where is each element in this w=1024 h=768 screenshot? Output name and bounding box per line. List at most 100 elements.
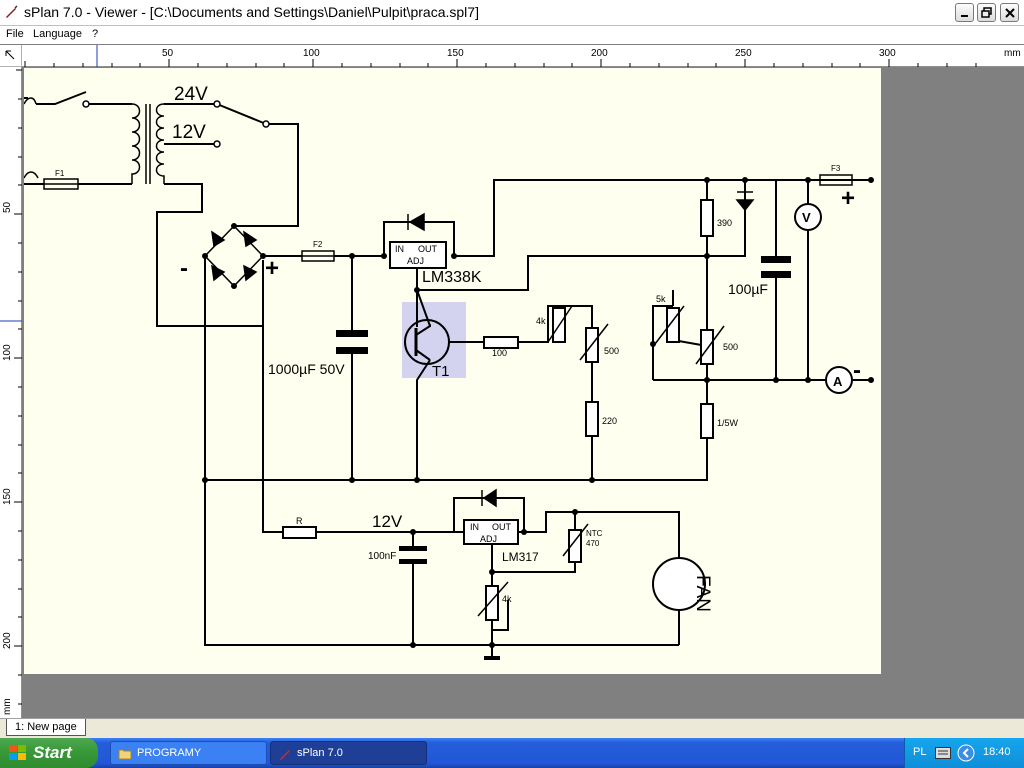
label-reg1-out: OUT	[418, 244, 438, 254]
label-reg1-adj: ADJ	[407, 256, 424, 266]
language-indicator[interactable]: PL	[913, 746, 927, 758]
ruler-horizontal-ticks	[24, 45, 977, 67]
ruler-vertical-ticks	[0, 69, 22, 705]
label-lm338k: LM338K	[422, 269, 482, 286]
close-icon	[1005, 8, 1015, 18]
label-lm317: LM317	[502, 550, 539, 564]
selection-highlight	[402, 302, 466, 378]
label-cap-1000u: 1000µF 50V	[268, 361, 345, 377]
label-ntc-470: 470	[586, 539, 600, 548]
label-pot-500a: 500	[604, 346, 619, 356]
windows-flag-icon	[9, 745, 26, 760]
start-button[interactable]: Start	[0, 738, 98, 768]
page-tab-bar: 1: New page	[0, 718, 1024, 738]
ruler-unit-v: mm	[2, 698, 13, 715]
ruler-label-v150: 150	[2, 488, 13, 505]
title-bar[interactable]: sPlan 7.0 - Viewer - [C:\Documents and S…	[0, 0, 1024, 26]
ruler-label-250: 250	[735, 48, 752, 59]
menu-help[interactable]: ?	[92, 28, 99, 40]
keyboard-icon[interactable]	[935, 747, 951, 759]
diode-symbols	[211, 191, 755, 508]
taskbar-item-splan[interactable]: sPlan 7.0	[270, 741, 427, 765]
clock: 18:40	[983, 746, 1011, 758]
label-pot-5k: 5k	[656, 294, 666, 304]
label-12v-trafo: 12V	[172, 122, 206, 143]
ruler-label-200: 200	[591, 48, 608, 59]
menu-file[interactable]: File	[6, 28, 24, 40]
label-pot-500b: 500	[723, 342, 738, 352]
label-pot-4k: 4k	[536, 316, 546, 326]
system-tray: PL 18:40	[904, 738, 1024, 768]
label-ammeter: A	[833, 374, 843, 389]
label-f3: F3	[831, 164, 841, 173]
splan-app-icon	[6, 5, 18, 18]
ruler-label-300: 300	[879, 48, 896, 59]
ruler-label-150: 150	[447, 48, 464, 59]
tab-new-page[interactable]: 1: New page	[6, 719, 86, 736]
label-plus: +	[265, 255, 279, 282]
schematic-drawing: 24V 12V F1 F2 F3 - + IN OUT ADJ LM338K 1…	[24, 84, 874, 660]
taskbar-item-programy[interactable]: PROGRAMY	[110, 741, 267, 765]
label-output-plus: +	[841, 185, 855, 212]
taskbar: Start PROGRAMY sPlan 7.0 PL 18:40	[0, 738, 1024, 768]
tab-label: 1: New page	[15, 721, 77, 733]
label-r: R	[296, 516, 303, 526]
maximize-button[interactable]	[977, 3, 996, 22]
label-f1: F1	[55, 169, 65, 178]
splan-app-icon	[280, 750, 290, 760]
label-voltmeter: V	[802, 210, 811, 225]
regulator-boxes	[389, 241, 519, 545]
window-title: sPlan 7.0 - Viewer - [C:\Documents and S…	[24, 4, 479, 20]
label-reg2-adj: ADJ	[480, 534, 497, 544]
potentiometer-arrows	[477, 305, 725, 617]
ruler-label-v100: 100	[2, 344, 13, 361]
label-12v-reg: 12V	[372, 512, 403, 531]
label-reg1-in: IN	[395, 244, 404, 254]
wires	[24, 91, 871, 660]
label-cap-100u: 100µF	[728, 281, 768, 297]
fuse-symbols	[43, 174, 853, 262]
ruler-horizontal: 50 100 150 200 250 300 mm	[22, 45, 1024, 67]
schematic-sheet[interactable]: 24V 12V F1 F2 F3 - + IN OUT ADJ LM338K 1…	[24, 68, 881, 674]
label-minus: -	[180, 255, 188, 282]
label-output-minus: -	[853, 357, 861, 384]
ruler-vertical: 50 100 150 200 mm	[0, 67, 22, 718]
minimize-icon	[961, 15, 968, 17]
restore-icon	[981, 7, 992, 18]
menu-bar: File Language ?	[0, 26, 1024, 44]
label-reg2-in: IN	[470, 522, 479, 532]
minimize-button[interactable]	[955, 3, 974, 22]
close-button[interactable]	[1000, 3, 1019, 22]
label-r220: 220	[602, 416, 617, 426]
label-ntc: NTC	[586, 529, 603, 538]
label-t1: T1	[432, 363, 450, 380]
ruler-unit: mm	[1004, 48, 1021, 59]
start-label: Start	[33, 743, 72, 762]
label-r390: 390	[717, 218, 732, 228]
switch-contacts	[82, 100, 270, 148]
label-fan: FAN	[692, 575, 713, 612]
label-24v: 24V	[174, 84, 208, 105]
resistor-symbols	[282, 199, 714, 621]
taskbar-item-label: sPlan 7.0	[297, 747, 343, 759]
capacitor-symbols	[336, 256, 791, 564]
label-cap-100n: 100nF	[368, 551, 396, 562]
chevron-left-icon[interactable]	[957, 744, 975, 762]
folder-icon	[118, 749, 132, 760]
meter-symbols	[652, 203, 853, 611]
menu-language[interactable]: Language	[33, 28, 82, 40]
taskbar-item-label: PROGRAMY	[137, 747, 202, 759]
ruler-label-v50: 50	[2, 201, 13, 213]
ruler-label-50: 50	[162, 48, 174, 59]
ruler-corner[interactable]	[0, 45, 22, 67]
label-r100: 100	[492, 348, 507, 358]
label-pot-4k-b: 4k	[502, 594, 512, 604]
label-reg2-out: OUT	[492, 522, 512, 532]
junction-dots	[202, 177, 874, 648]
label-f2: F2	[313, 240, 323, 249]
ruler-label-100: 100	[303, 48, 320, 59]
ruler-label-v200: 200	[2, 632, 13, 649]
cursor-origin-icon	[5, 50, 15, 60]
label-r-1-5w: 1/5W	[717, 418, 739, 428]
